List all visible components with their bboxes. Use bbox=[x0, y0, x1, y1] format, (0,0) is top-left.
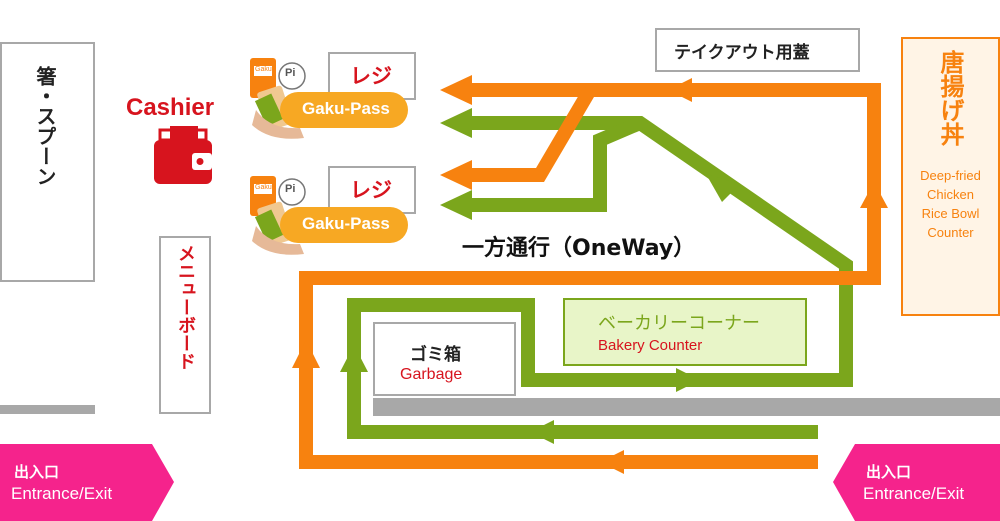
garbage-station bbox=[373, 322, 516, 396]
green-route bbox=[347, 116, 853, 439]
entrance-right-en: Entrance/Exit bbox=[863, 484, 965, 503]
green-arrow-left-2 bbox=[440, 190, 472, 220]
wall-left bbox=[0, 405, 95, 414]
takeout-lids-station bbox=[655, 28, 860, 72]
orange-arrow-left-4 bbox=[668, 78, 692, 102]
register-2-label: レジ bbox=[350, 178, 392, 202]
register-2-gaku-pass-pill bbox=[280, 207, 408, 243]
karaage-subtitle-line-3: Rice Bowl bbox=[921, 206, 980, 221]
register-2 bbox=[328, 166, 416, 214]
cashier-label: Cashier bbox=[126, 94, 215, 121]
garbage-en-label: Garbage bbox=[400, 366, 463, 383]
karaage-counter bbox=[901, 37, 1000, 316]
karaage-subtitle-line-1: Deep-fried bbox=[920, 168, 981, 183]
orange-arrow-up-left bbox=[292, 340, 320, 368]
wallet-icon bbox=[154, 126, 212, 184]
orange-arrow-left-3 bbox=[600, 450, 624, 474]
green-arrow-left-1 bbox=[440, 108, 472, 138]
green-arrow-right bbox=[676, 368, 700, 392]
wall-right bbox=[373, 398, 1000, 416]
orange-arrow-left-2 bbox=[440, 160, 472, 190]
green-arrow-diag bbox=[706, 174, 740, 202]
register-1-gaku-pass-pill bbox=[280, 92, 408, 128]
green-arrow-up bbox=[340, 345, 368, 372]
menu-board bbox=[159, 236, 211, 414]
entrance-left-en: Entrance/Exit bbox=[11, 484, 113, 503]
register-1-reader-text: Pi bbox=[285, 67, 296, 79]
orange-arrow-left-1 bbox=[440, 75, 472, 105]
register-2-pay-illustration bbox=[250, 176, 306, 255]
karaage-title: 唐揚げ丼 bbox=[936, 50, 964, 146]
cutlery-station bbox=[0, 42, 95, 282]
bakery-jp-label: ベーカリーコーナー bbox=[598, 313, 760, 334]
karaage-subtitle-line-2: Chicken bbox=[927, 187, 974, 202]
orange-arrow-up-right bbox=[860, 182, 888, 208]
orange-route bbox=[299, 83, 881, 469]
menu-board-label: メニューボード bbox=[175, 244, 196, 370]
green-arrow-left-3 bbox=[530, 420, 554, 444]
register-2-gaku-pass-label: Gaku-Pass bbox=[302, 214, 390, 233]
bakery-counter bbox=[563, 298, 807, 366]
register-1-card-text: Gaku bbox=[255, 66, 272, 73]
cutlery-label: 箸・スプーン bbox=[33, 66, 57, 186]
register-2-card-text: Gaku bbox=[255, 184, 272, 191]
karaage-subtitle-line-4: Counter bbox=[927, 225, 974, 240]
register-1-label: レジ bbox=[350, 64, 392, 88]
register-2-reader-text: Pi bbox=[285, 183, 296, 195]
garbage-jp-label: ゴミ箱 bbox=[410, 345, 461, 365]
oneway-label: 一方通行（OneWay） bbox=[462, 236, 696, 261]
takeout-lids-label: テイクアウト用蓋 bbox=[674, 43, 810, 63]
entrance-right-banner bbox=[833, 444, 1000, 521]
bakery-en-label: Bakery Counter bbox=[598, 337, 703, 354]
entrance-left-jp: 出入口 bbox=[14, 463, 60, 481]
entrance-right-jp: 出入口 bbox=[866, 463, 912, 481]
entrance-left-banner bbox=[0, 444, 174, 521]
register-1-gaku-pass-label: Gaku-Pass bbox=[302, 99, 390, 118]
